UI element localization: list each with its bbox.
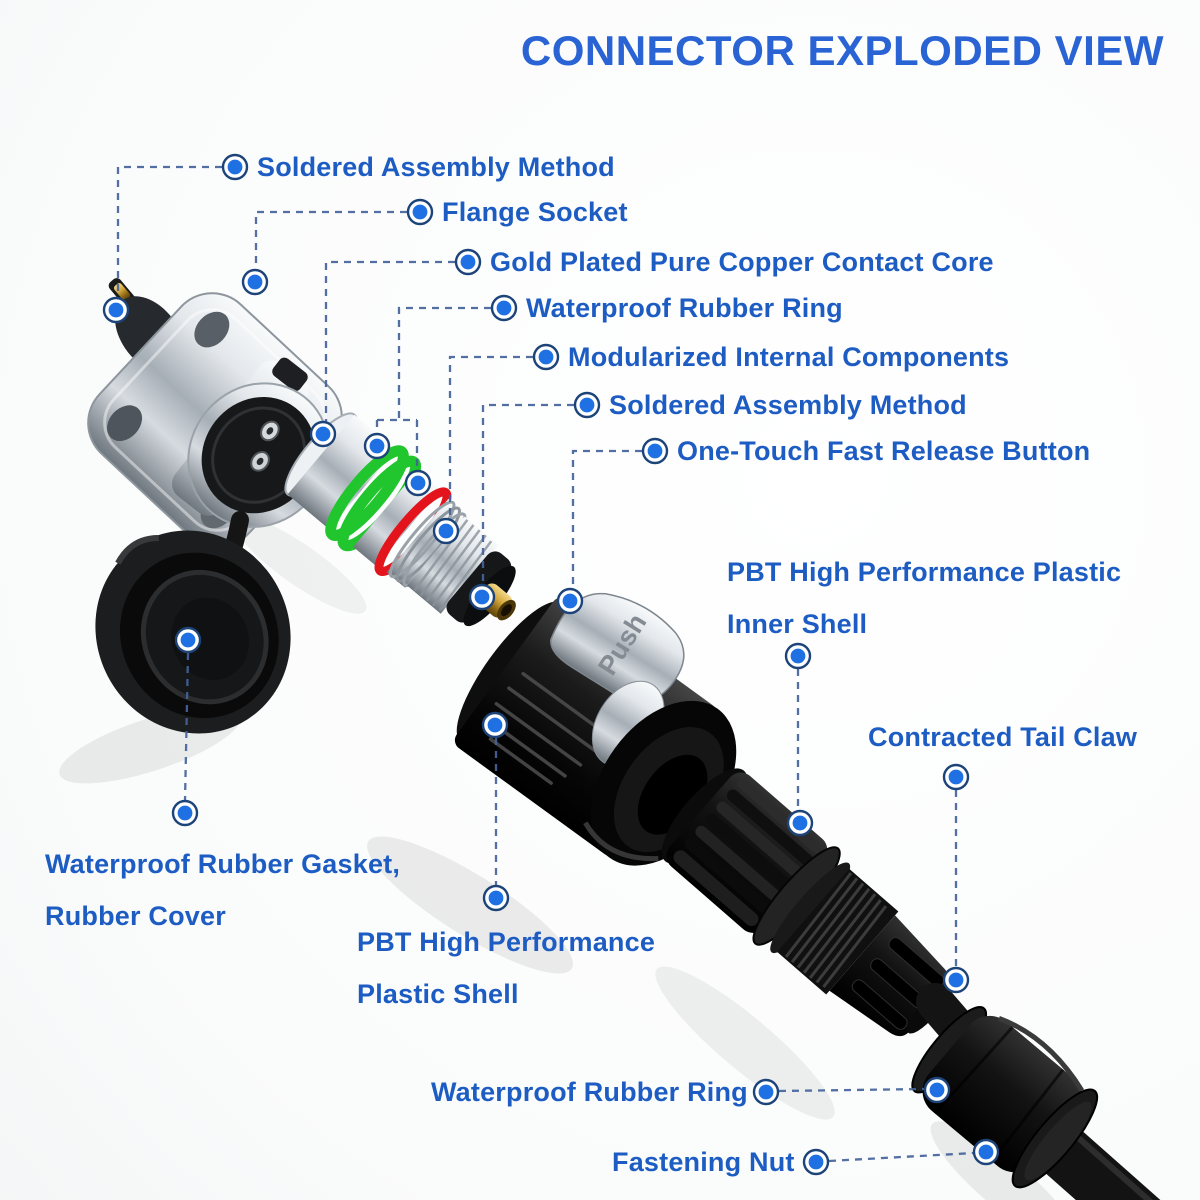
anchor-dot-icon [102,296,130,324]
anchor-dot-icon [481,711,509,739]
label-flange-socket: Flange Socket [442,197,628,227]
anchor-dot-icon [241,268,269,296]
thread-lines [784,872,888,988]
anchor-dot-icon [309,420,337,448]
anchor-dot-icon [468,583,496,611]
label-waterproof-rubber-ring-bottom: Waterproof Rubber Ring [431,1077,748,1107]
anchor-dot-icon [923,1076,951,1104]
leader-line [828,1151,975,1163]
label-waterproof-rubber-ring-top: Waterproof Rubber Ring [526,293,843,323]
label-fastening-nut: Fastening Nut [612,1147,795,1177]
leader-line [481,403,574,586]
label-pbt-plastic-shell: PBT High Performance Plastic Shell [357,927,656,1009]
anchor-dot-icon [432,517,460,545]
claw-slots [851,937,945,1030]
page-title: CONNECTOR EXPLODED VIEW [520,27,1164,74]
label-gold-plated-contact-core: Gold Plated Pure Copper Contact Core [490,247,994,277]
label-contracted-tail-claw: Contracted Tail Claw [868,722,1138,752]
label-dot-icon [573,391,601,419]
label-dot-icon [752,1078,780,1106]
label-dot-icon [221,153,249,181]
grip-grooves [488,671,612,785]
mounting-hole [107,405,143,442]
label-one-touch-fast-release-button: One-Touch Fast Release Button [677,436,1091,466]
anchor-dot-icon [174,626,202,654]
label-dot-icon [406,198,434,226]
anchor-dot-icon [363,432,391,460]
green-oring [325,445,409,541]
leader-line [116,165,222,299]
label-dot-icon [641,437,669,465]
leader-line [324,260,455,423]
anchor-dot-icon [972,1138,1000,1166]
thread-lines [413,519,493,612]
label-dot-icon [942,763,970,791]
leader-line [448,355,533,520]
inner-shell-tail-part [661,768,950,1037]
leader-line [375,306,491,472]
label-pbt-inner-shell: PBT High Performance Plastic Inner Shell [727,557,1122,639]
label-dot-icon [490,294,518,322]
label-dot-icon [171,799,199,827]
label-soldered-assembly-method-top: Soldered Assembly Method [257,152,615,182]
leader-line [778,1087,926,1093]
cable [1020,1110,1161,1200]
anchor-dot-icon [786,809,814,837]
label-dot-icon [454,248,482,276]
label-waterproof-rubber-gasket: Waterproof Rubber Gasket, Rubber Cover [45,849,401,931]
anchor-dot-icon [942,966,970,994]
leader-line [571,449,642,590]
fastening-nut-part [911,1006,1099,1189]
leader-line [183,652,190,802]
soft-shadows [59,516,1080,1200]
label-dot-icon [482,884,510,912]
mounting-hole [194,311,230,348]
anchor-dot-icon [556,587,584,615]
anchor-dot-icon [404,469,432,497]
leader-lines [116,165,975,1163]
flange-socket-part [87,278,343,548]
label-modularized-internal-components: Modularized Internal Components [568,342,1010,372]
longitudinal-ribs [673,778,821,926]
label-soldered-assembly-method-mid: Soldered Assembly Method [609,390,967,420]
label-dot-icon [802,1148,830,1176]
label-dot-icon [532,343,560,371]
